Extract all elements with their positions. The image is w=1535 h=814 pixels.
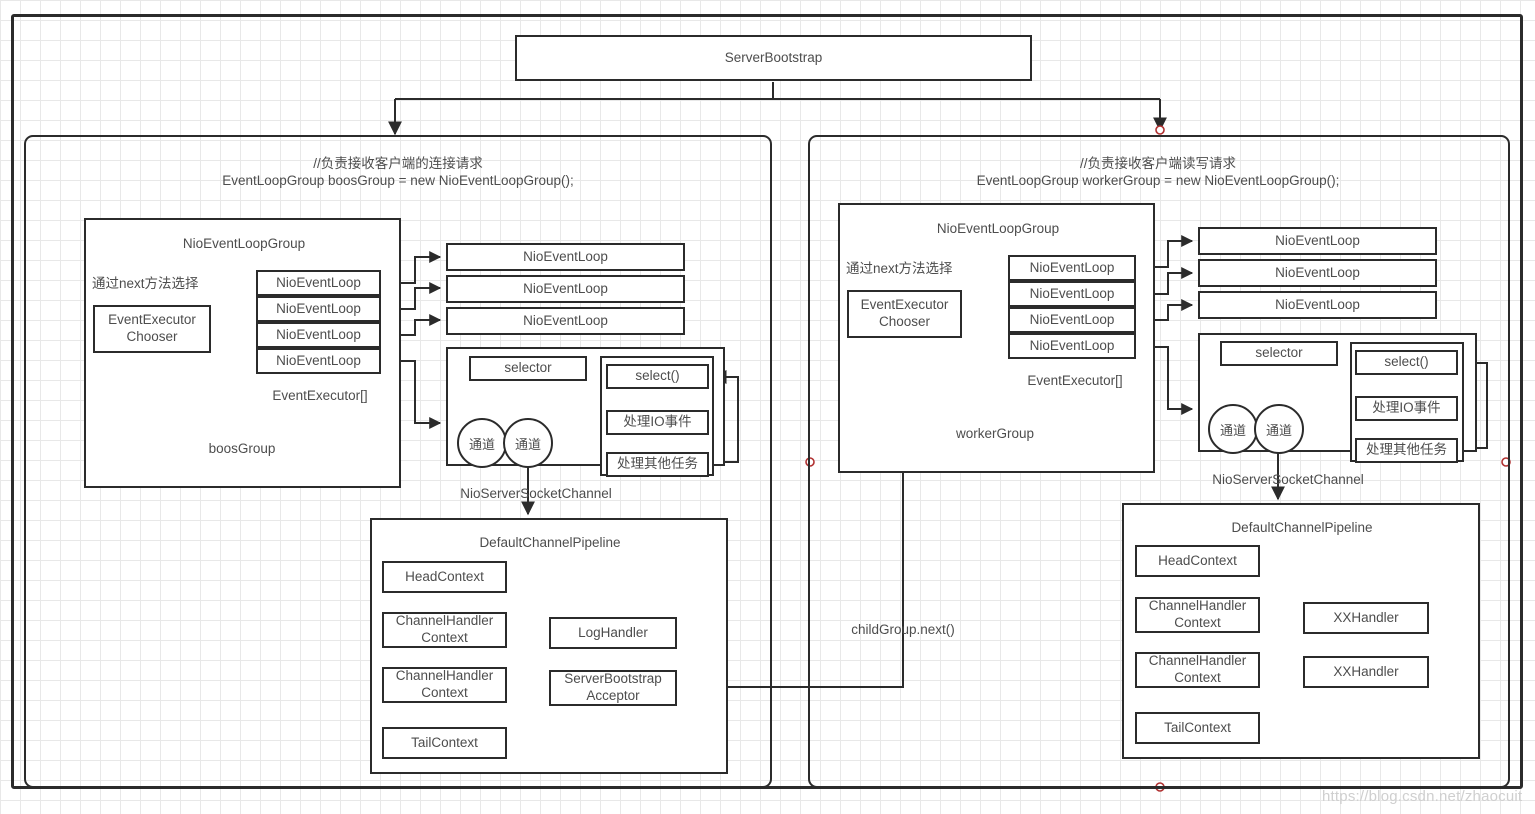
boss-right-eventloop-0[interactable]: NioEventLoop	[446, 243, 685, 271]
worker-pipeline-title: DefaultChannelPipeline	[1231, 520, 1373, 535]
boss-context-1-label: ChannelHandler Context	[395, 668, 494, 700]
worker-pipeline-context-0[interactable]: ChannelHandler Context	[1135, 597, 1260, 633]
worker-channel-caption: NioServerSocketChannel	[1212, 472, 1364, 487]
boss-context-0-label: ChannelHandler Context	[395, 613, 494, 645]
boss-next-note: 通过next方法选择	[92, 276, 199, 291]
boss-selector[interactable]: selector	[469, 356, 587, 381]
worker-group-name: workerGroup	[955, 426, 1035, 441]
worker-panel	[808, 135, 1510, 788]
worker-handler-0[interactable]: XXHandler	[1303, 602, 1429, 634]
worker-handler-1[interactable]: XXHandler	[1303, 656, 1429, 688]
boss-panel	[24, 135, 772, 788]
boss-acceptor-label: ServerBootstrap Acceptor	[564, 671, 662, 703]
boss-right-eventloop-1[interactable]: NioEventLoop	[446, 275, 685, 303]
boss-step-io-event[interactable]: 处理IO事件	[606, 410, 709, 435]
worker-selector[interactable]: selector	[1220, 341, 1338, 366]
diagram-frame	[11, 14, 1523, 789]
worker-context-1-label: ChannelHandler Context	[1148, 653, 1247, 685]
worker-pipeline-context-1[interactable]: ChannelHandler Context	[1135, 652, 1260, 688]
worker-eventloop-1[interactable]: NioEventLoop	[1008, 281, 1136, 307]
boss-channel-0[interactable]: 通道	[457, 418, 507, 468]
worker-panel-code: EventLoopGroup workerGroup = new NioEven…	[976, 173, 1340, 188]
serverbootstrap-node[interactable]: ServerBootstrap	[515, 35, 1032, 81]
boss-pipeline-title: DefaultChannelPipeline	[479, 535, 621, 550]
worker-eventloop-2[interactable]: NioEventLoop	[1008, 307, 1136, 333]
boss-pipeline-context-1[interactable]: ChannelHandler Context	[382, 667, 507, 703]
worker-eventloop-3[interactable]: NioEventLoop	[1008, 333, 1136, 359]
worker-executors-label: EventExecutor[]	[1027, 373, 1123, 388]
worker-group-title: NioEventLoopGroup	[936, 221, 1060, 236]
boss-handler-acceptor[interactable]: ServerBootstrap Acceptor	[549, 670, 677, 706]
worker-channel-0[interactable]: 通道	[1208, 404, 1258, 454]
boss-executors-label: EventExecutor[]	[272, 388, 368, 403]
childgroup-next-label: childGroup.next()	[851, 622, 955, 637]
boss-channel-1[interactable]: 通道	[503, 418, 553, 468]
worker-context-0-label: ChannelHandler Context	[1148, 598, 1247, 630]
boss-channel-caption: NioServerSocketChannel	[460, 486, 612, 501]
boss-pipeline-context-0[interactable]: ChannelHandler Context	[382, 612, 507, 648]
boss-eventloop-3[interactable]: NioEventLoop	[256, 348, 381, 374]
worker-panel-comment: //负责接收客户端读写请求	[1079, 156, 1236, 171]
worker-step-select[interactable]: select()	[1355, 350, 1458, 375]
boss-step-select[interactable]: select()	[606, 364, 709, 389]
worker-chooser-label: EventExecutor Chooser	[860, 297, 949, 329]
worker-eventloop-0[interactable]: NioEventLoop	[1008, 255, 1136, 281]
worker-pipeline-tailcontext[interactable]: TailContext	[1135, 712, 1260, 744]
worker-channel-1[interactable]: 通道	[1254, 404, 1304, 454]
worker-eventexecutor-chooser[interactable]: EventExecutor Chooser	[847, 290, 962, 338]
boss-eventloop-0[interactable]: NioEventLoop	[256, 270, 381, 296]
worker-right-eventloop-2[interactable]: NioEventLoop	[1198, 291, 1437, 319]
boss-chooser-label: EventExecutor Chooser	[108, 312, 196, 344]
boss-eventloop-1[interactable]: NioEventLoop	[256, 296, 381, 322]
boss-group-name: boosGroup	[208, 441, 276, 456]
boss-eventexecutor-chooser[interactable]: EventExecutor Chooser	[93, 305, 211, 353]
watermark: https://blog.csdn.net/zhaocuit	[1322, 788, 1523, 805]
worker-next-note: 通过next方法选择	[846, 261, 953, 276]
worker-right-eventloop-1[interactable]: NioEventLoop	[1198, 259, 1437, 287]
boss-pipeline-headcontext[interactable]: HeadContext	[382, 561, 507, 593]
boss-step-other-task[interactable]: 处理其他任务	[606, 452, 709, 477]
boss-handler-log[interactable]: LogHandler	[549, 617, 677, 649]
boss-right-eventloop-2[interactable]: NioEventLoop	[446, 307, 685, 335]
boss-panel-code: EventLoopGroup boosGroup = new NioEventL…	[222, 173, 574, 188]
boss-eventloop-2[interactable]: NioEventLoop	[256, 322, 381, 348]
worker-step-io-event[interactable]: 处理IO事件	[1355, 396, 1458, 421]
worker-pipeline-headcontext[interactable]: HeadContext	[1135, 545, 1260, 577]
worker-step-other-task[interactable]: 处理其他任务	[1355, 438, 1458, 463]
worker-right-eventloop-0[interactable]: NioEventLoop	[1198, 227, 1437, 255]
boss-group-title: NioEventLoopGroup	[182, 236, 306, 251]
boss-panel-comment: //负责接收客户端的连接请求	[313, 156, 483, 171]
boss-pipeline-tailcontext[interactable]: TailContext	[382, 727, 507, 759]
